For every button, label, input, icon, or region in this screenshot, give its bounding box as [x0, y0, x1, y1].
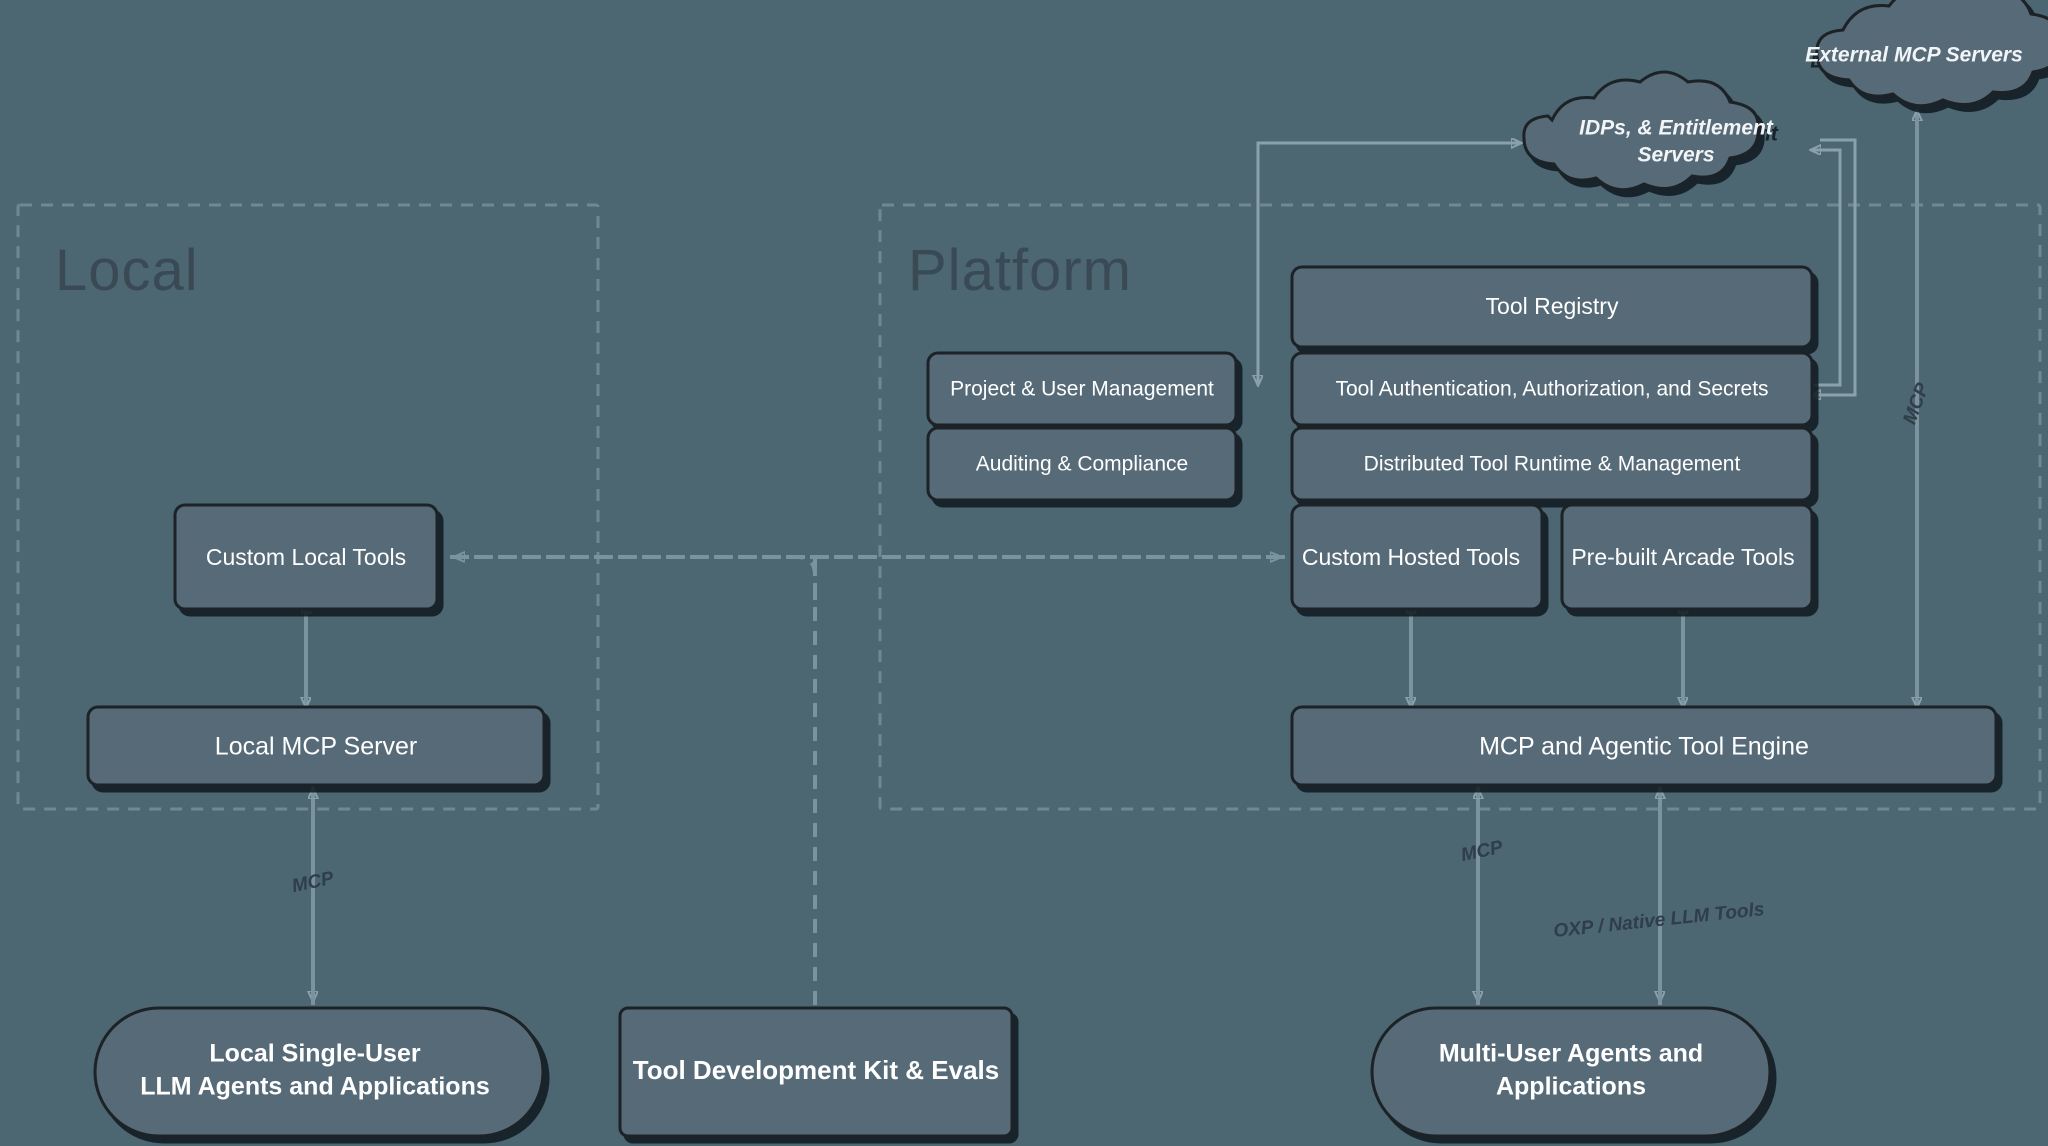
- zone-local-boundary: [16, 203, 600, 811]
- tool-registry-box: [1290, 265, 1814, 349]
- project-user-management-label: Project & User Management: [950, 378, 1214, 401]
- node-project-user-management[interactable]: Project & User Management: [926, 351, 1238, 427]
- cloud-idps[interactable]: IDPs, & Entitlement Servers: [1522, 70, 1774, 192]
- node-custom-local-tools[interactable]: Custom Local Tools: [173, 503, 439, 611]
- multi-user-agents-label-line1: Multi-User Agents and: [1439, 1040, 1703, 1068]
- connector-toolkit-branch: [796, 555, 817, 600]
- tool-dev-kit-label: Tool Development Kit & Evals: [633, 1055, 999, 1085]
- auditing-compliance-label: Auditing & Compliance: [976, 453, 1188, 476]
- node-tool-registry[interactable]: Tool Registry: [1290, 265, 1814, 349]
- edge-label-mcp-external: MCP: [1899, 380, 1933, 427]
- idps-cloud-shape: [1522, 70, 1760, 192]
- node-tool-auth[interactable]: Tool Authentication, Authorization, and …: [1290, 351, 1814, 427]
- mcp-agentic-engine-box: [1290, 705, 1998, 787]
- custom-local-tools-box: [173, 503, 439, 611]
- node-multi-user-agents[interactable]: Multi-User Agents and Applications: [1370, 1006, 1772, 1138]
- node-mcp-agentic-engine[interactable]: MCP and Agentic Tool Engine: [1290, 705, 1998, 787]
- prebuilt-arcade-tools-box: [1560, 503, 1814, 611]
- zone-platform-boundary: [878, 203, 2042, 811]
- idps-cloud-label-line2: Servers: [1637, 144, 1714, 167]
- prebuilt-arcade-tools-label: Pre-built Arcade Tools: [1571, 544, 1794, 570]
- custom-hosted-tools-box: [1290, 503, 1544, 611]
- local-mcp-server-label: Local MCP Server: [215, 733, 417, 761]
- multi-user-agents-label-line2: Applications: [1496, 1073, 1646, 1101]
- node-custom-hosted-tools[interactable]: Custom Hosted Tools: [1290, 503, 1544, 611]
- connector-platform-to-idps: [1256, 143, 1520, 385]
- local-mcp-server-box: [86, 705, 546, 787]
- idps-cloud-label-line1: IDPs, & Entitlement: [1579, 117, 1774, 140]
- zone-local-label: Local: [55, 238, 199, 303]
- local-agents-label-line2: LLM Agents and Applications: [140, 1073, 490, 1101]
- tool-auth-box: [1290, 351, 1814, 427]
- mcp-agentic-engine-label: MCP and Agentic Tool Engine: [1479, 733, 1809, 761]
- distributed-runtime-label: Distributed Tool Runtime & Management: [1364, 453, 1741, 476]
- project-user-management-box: [926, 351, 1238, 427]
- distributed-runtime-box: [1290, 426, 1814, 502]
- edge-label-mcp-local: MCP: [290, 868, 336, 897]
- node-auditing-compliance[interactable]: Auditing & Compliance: [926, 426, 1238, 502]
- edge-label-mcp-platform: MCP: [1459, 837, 1505, 866]
- tool-registry-label: Tool Registry: [1486, 293, 1619, 319]
- connector-toolauth-to-idps: [1812, 150, 1842, 387]
- external-mcp-cloud-label: External MCP Servers: [1805, 44, 2023, 67]
- tool-auth-label: Tool Authentication, Authorization, and …: [1335, 378, 1768, 401]
- custom-local-tools-label: Custom Local Tools: [206, 544, 406, 570]
- node-local-mcp-server[interactable]: Local MCP Server: [86, 705, 546, 787]
- auditing-compliance-box: [926, 426, 1238, 502]
- tool-dev-kit-box: [618, 1006, 1014, 1138]
- custom-hosted-tools-label: Custom Hosted Tools: [1302, 544, 1520, 570]
- node-distributed-runtime[interactable]: Distributed Tool Runtime & Management: [1290, 426, 1814, 502]
- zone-platform-label: Platform: [908, 238, 1132, 303]
- local-agents-label-line1: Local Single-User: [209, 1040, 420, 1068]
- external-mcp-cloud-shape: [1815, 0, 2048, 108]
- node-tool-dev-kit[interactable]: Tool Development Kit & Evals: [618, 1006, 1014, 1138]
- local-agents-box: [93, 1006, 545, 1138]
- multi-user-agents-box: [1370, 1006, 1772, 1138]
- node-local-agents[interactable]: Local Single-User LLM Agents and Applica…: [93, 1006, 545, 1138]
- cloud-external-mcp[interactable]: External MCP Servers: [1805, 0, 2048, 108]
- node-prebuilt-arcade-tools[interactable]: Pre-built Arcade Tools: [1560, 503, 1814, 611]
- connector-idps-to-toolauth: [1812, 138, 1857, 395]
